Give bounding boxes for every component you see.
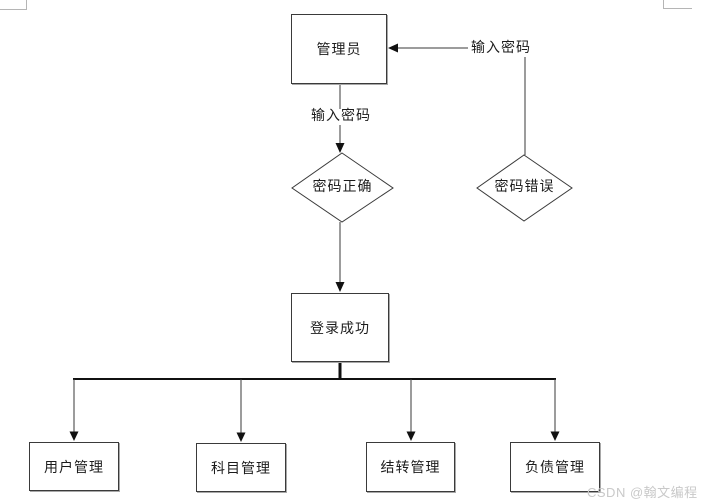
arrowhead-into-subject-box — [236, 432, 246, 442]
node-admin-label: 管理员 — [316, 43, 362, 58]
arrowhead-into-liability-box — [550, 431, 560, 441]
node-subject-management: 科目管理 — [196, 443, 286, 492]
arrowhead-into-correct-diamond — [335, 143, 345, 153]
node-liability-management: 负债管理 — [510, 442, 600, 492]
node-password-wrong-label: 密码错误 — [494, 180, 555, 195]
node-carryover-management-label: 结转管理 — [380, 461, 441, 476]
edge-label-enter-password-right: 输入密码 — [468, 41, 534, 57]
arrowhead-into-login-box — [335, 282, 345, 292]
arrowhead-into-carryover-box — [406, 431, 416, 441]
node-admin: 管理员 — [291, 14, 387, 84]
diamond-password-wrong — [476, 154, 573, 222]
node-login-success-label: 登录成功 — [310, 321, 370, 337]
node-carryover-management: 结转管理 — [366, 442, 455, 492]
node-subject-management-label: 科目管理 — [211, 461, 271, 477]
edge-label-enter-password-left: 输入密码 — [307, 109, 375, 125]
node-liability-management-label: 负债管理 — [525, 461, 585, 476]
arrowhead-into-user-box — [69, 431, 79, 441]
node-user-management: 用户管理 — [29, 442, 119, 491]
node-user-management-label: 用户管理 — [44, 460, 104, 476]
diamond-password-correct — [291, 152, 394, 223]
node-login-success: 登录成功 — [291, 293, 389, 362]
clipped-shape-fragment-top-right — [663, 0, 692, 9]
arrowhead-into-admin — [388, 43, 398, 53]
clipped-shape-fragment-top-left — [0, 0, 27, 10]
csdn-watermark: CSDN @翰文编程 — [587, 485, 698, 500]
node-password-correct-label: 密码正确 — [312, 180, 373, 195]
